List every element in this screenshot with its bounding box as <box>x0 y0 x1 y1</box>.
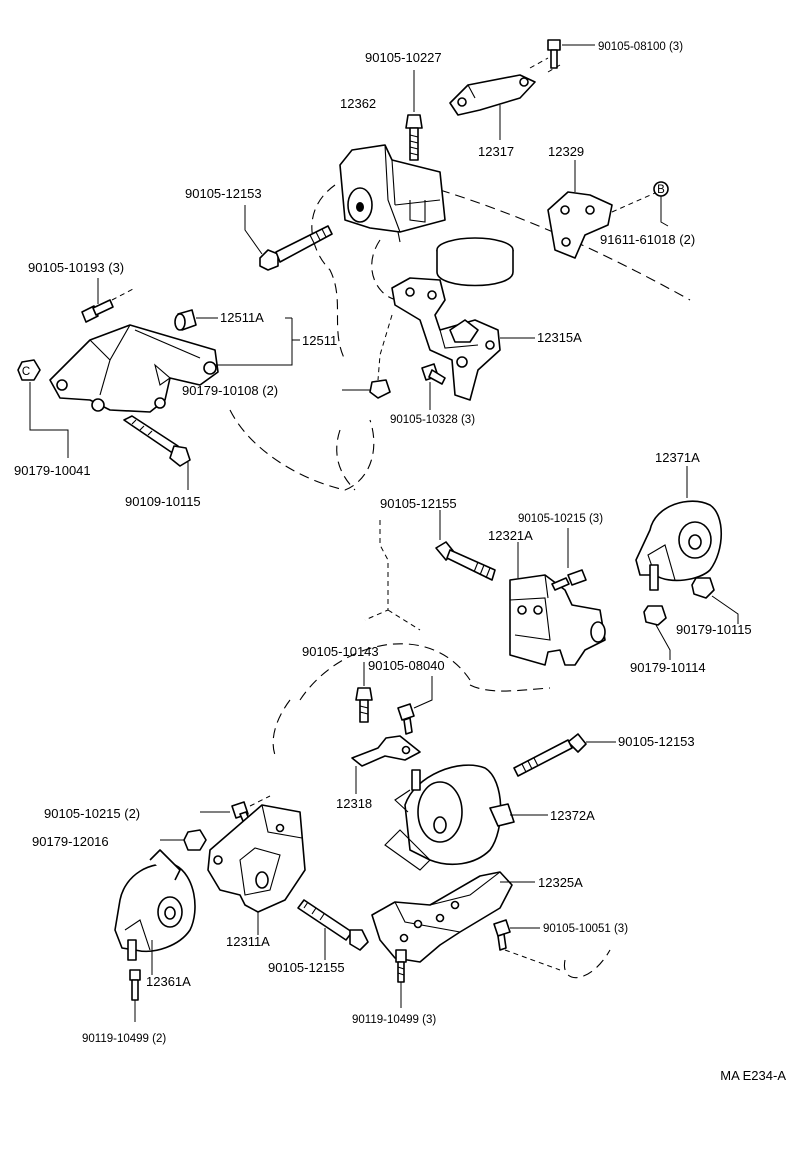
label-90179-10115: 90179-10115 <box>676 622 752 637</box>
label-12372A: 12372A <box>550 808 595 823</box>
label-12511A: 12511A <box>220 310 264 325</box>
bracket-12511 <box>49 324 219 413</box>
dashed-guide-mid <box>364 520 389 621</box>
bolt-90105-10227 <box>405 70 423 161</box>
label-90179-10114: 90179-10114 <box>630 660 706 675</box>
bolt-90105-12153-low <box>513 733 616 777</box>
mount-12362 <box>339 144 446 243</box>
bolt-90105-10328 <box>421 363 446 410</box>
bolt-90105-12155-low <box>297 899 369 960</box>
label-12371A: 12371A <box>655 450 700 465</box>
nut-90179-10041: C <box>17 359 69 458</box>
bolt-90105-10143 <box>355 662 373 723</box>
label-90105-10143: 90105-10143 <box>302 644 379 659</box>
label-90105-10328: 90105-10328 (3) <box>390 414 475 426</box>
bolt-90105-08100 <box>547 39 595 69</box>
label-12317: 12317 <box>478 144 514 159</box>
bolt-90119-10499-right <box>395 949 407 1008</box>
nut-90179-10108 <box>342 379 391 399</box>
label-12325A: 12325A <box>538 875 583 890</box>
label-90179-10041: 90179-10041 <box>14 463 91 478</box>
label-90105-10215-low: 90105-10215 (2) <box>44 806 140 821</box>
mount-12372A <box>384 764 548 871</box>
label-90105-08040: 90105-08040 <box>368 658 445 673</box>
bracket-12311A <box>207 804 306 935</box>
label-12511: 12511 <box>302 333 337 348</box>
reference-code: MA E234-A <box>720 1068 786 1083</box>
label-90105-10193: 90105-10193 (3) <box>28 260 124 275</box>
label-12361A: 12361A <box>146 974 191 989</box>
part-labels: 90105-10227 90105-08100 (3) 12362 12317 … <box>14 41 752 1045</box>
marker-b-label: B <box>657 184 665 196</box>
label-90105-10215-mid: 90105-10215 (3) <box>518 513 603 525</box>
mount-12361A <box>114 849 196 975</box>
label-12311A: 12311A <box>226 934 270 949</box>
label-12362: 12362 <box>340 96 376 111</box>
label-90105-10227: 90105-10227 <box>365 50 442 65</box>
label-90105-10051: 90105-10051 (3) <box>543 923 628 935</box>
label-90105-12153-low: 90105-12153 <box>618 734 695 749</box>
bolt-90105-10193 <box>81 278 136 323</box>
bolt-90109-10115 <box>123 415 191 490</box>
bracket-12329 <box>547 160 669 259</box>
label-12315A: 12315A <box>537 330 582 345</box>
bolt-90105-12155-mid <box>435 510 496 581</box>
label-90105-12155-mid: 90105-12155 <box>380 496 457 511</box>
label-90109-10115: 90109-10115 <box>125 494 201 509</box>
bracket-12317 <box>449 57 561 140</box>
marker-c-label: C <box>22 366 30 378</box>
label-90179-10108: 90179-10108 (2) <box>182 383 278 398</box>
nut-90179-10114 <box>643 605 671 660</box>
bracket-12325A <box>371 871 535 963</box>
bush-12511A <box>174 309 218 331</box>
engine-boss <box>436 237 514 287</box>
bracket-12321A <box>509 542 606 666</box>
bolt-90105-08040 <box>397 676 433 735</box>
bracket-12315A <box>377 277 535 401</box>
bracket-12318 <box>351 735 421 794</box>
bolt-90119-10499-left <box>129 969 141 1022</box>
label-90179-12016: 90179-12016 <box>32 834 109 849</box>
label-12318: 12318 <box>336 796 372 811</box>
nut-90179-10115 <box>691 577 739 624</box>
label-90119-10499-right: 90119-10499 (3) <box>352 1014 436 1026</box>
label-91611-61018: 91611-61018 (2) <box>600 232 695 247</box>
bolt-90105-12153-top <box>244 205 333 271</box>
bolt-90105-10215-mid <box>551 528 587 591</box>
nut-90179-12016 <box>160 829 207 851</box>
dashed-guide-mid2 <box>387 609 421 631</box>
label-90119-10499-left: 90119-10499 (2) <box>82 1033 166 1045</box>
label-90105-12153-top: 90105-12153 <box>185 186 262 201</box>
label-90105-12155-low: 90105-12155 <box>268 960 345 975</box>
label-12329: 12329 <box>548 144 584 159</box>
bolt-90105-10051 <box>493 919 561 971</box>
leader-12511 <box>215 318 300 366</box>
label-90105-08100: 90105-08100 (3) <box>598 41 683 53</box>
mount-12371A <box>635 466 722 591</box>
label-12321A: 12321A <box>488 528 533 543</box>
